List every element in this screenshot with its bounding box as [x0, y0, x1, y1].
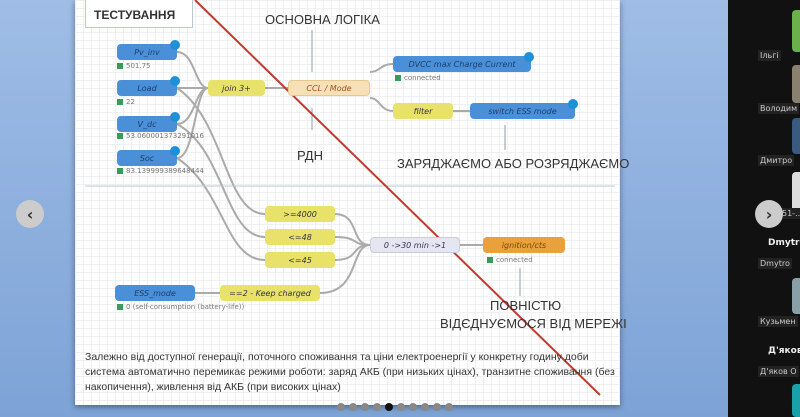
node-dvcc[interactable]: DVCC max Charge Current — [393, 52, 534, 72]
participant-video — [792, 172, 800, 212]
participant-video — [792, 384, 800, 417]
presentation-slide: ТЕСТУВАННЯ ОСНОВНА ЛОГІКА РДН ЗАРЯДЖАЄМО… — [75, 0, 629, 405]
node-status: 53.060001373291016 — [117, 132, 204, 140]
participant-name: Ільгі — [758, 50, 781, 61]
node-v-dc[interactable]: V_dc — [117, 112, 180, 132]
slide-title: ТЕСТУВАННЯ — [85, 0, 193, 28]
node-soc[interactable]: Soc — [117, 146, 180, 166]
participant-initials: Dmytro — [768, 238, 800, 248]
slide-description: Залежно від доступної генерації, поточно… — [85, 351, 615, 393]
strike-line — [194, 0, 601, 396]
node-status: 83.139999389648444 — [117, 167, 204, 175]
node-status: 0 (self-consumption (battery-life)) — [117, 303, 244, 311]
participant-name: Д'яков О — [758, 366, 799, 377]
node-switch-ess[interactable]: switch ESS mode — [470, 99, 578, 119]
participant-video — [792, 118, 800, 154]
node-ccl-mode[interactable]: CCL / Mode — [288, 80, 370, 96]
node-timer[interactable]: 0 ->30 min ->1 — [370, 237, 460, 253]
node-ignition[interactable]: ignition/cts — [483, 237, 565, 253]
node-status: 501.75 — [117, 62, 151, 70]
label-charge: ЗАРЯДЖАЄМО АБО РОЗРЯДЖАЄМО — [397, 156, 630, 171]
pagination-dot[interactable] — [421, 403, 429, 411]
node-switch-48[interactable]: <=48 — [265, 229, 335, 245]
node-pv-inv[interactable]: Pv_inv — [117, 40, 180, 60]
next-slide-button[interactable]: › — [755, 200, 783, 228]
pagination-dot[interactable] — [385, 403, 393, 411]
node-keep-charged[interactable]: ==2 - Keep charged — [220, 285, 320, 301]
node-status: connected — [395, 74, 441, 82]
participant-name: Dmytro — [758, 258, 792, 269]
participant-name: Кузьмен — [758, 316, 798, 327]
label-main-logic: ОСНОВНА ЛОГІКА — [265, 12, 380, 27]
pagination-dot[interactable] — [361, 403, 369, 411]
node-load[interactable]: Load — [117, 76, 180, 96]
pagination-dot[interactable] — [349, 403, 357, 411]
pagination-dot[interactable] — [409, 403, 417, 411]
label-disconnect-1: ПОВНІСТЮ — [490, 298, 562, 313]
pagination-dot[interactable] — [337, 403, 345, 411]
prev-slide-button[interactable]: ‹ — [16, 200, 44, 228]
node-switch-4000[interactable]: >=4000 — [265, 206, 335, 222]
node-join[interactable]: join 3+ — [208, 80, 265, 96]
flow-wires — [85, 0, 615, 396]
node-filter[interactable]: filter — [393, 103, 453, 119]
node-status: connected — [487, 256, 533, 264]
participant-name: 51-... — [780, 208, 800, 219]
node-status: 22 — [117, 98, 135, 106]
label-disconnect-2: ВІДЄДНУЄМОСЯ ВІД МЕРЕЖІ — [440, 316, 627, 331]
participant-video — [792, 10, 800, 52]
participant-video — [792, 278, 800, 314]
node-ess-mode[interactable]: ESS_mode — [115, 285, 195, 301]
participant-name: Дмитро — [758, 155, 795, 166]
label-rdn: РДН — [297, 148, 323, 163]
participant-name: Володим — [758, 103, 800, 114]
pagination-dot[interactable] — [373, 403, 381, 411]
node-switch-45[interactable]: <=45 — [265, 252, 335, 268]
pagination-dot[interactable] — [397, 403, 405, 411]
participant-video — [792, 65, 800, 103]
pagination-dot[interactable] — [433, 403, 441, 411]
pagination-dot[interactable] — [445, 403, 453, 411]
participant-initials: Д'яков — [768, 346, 800, 356]
